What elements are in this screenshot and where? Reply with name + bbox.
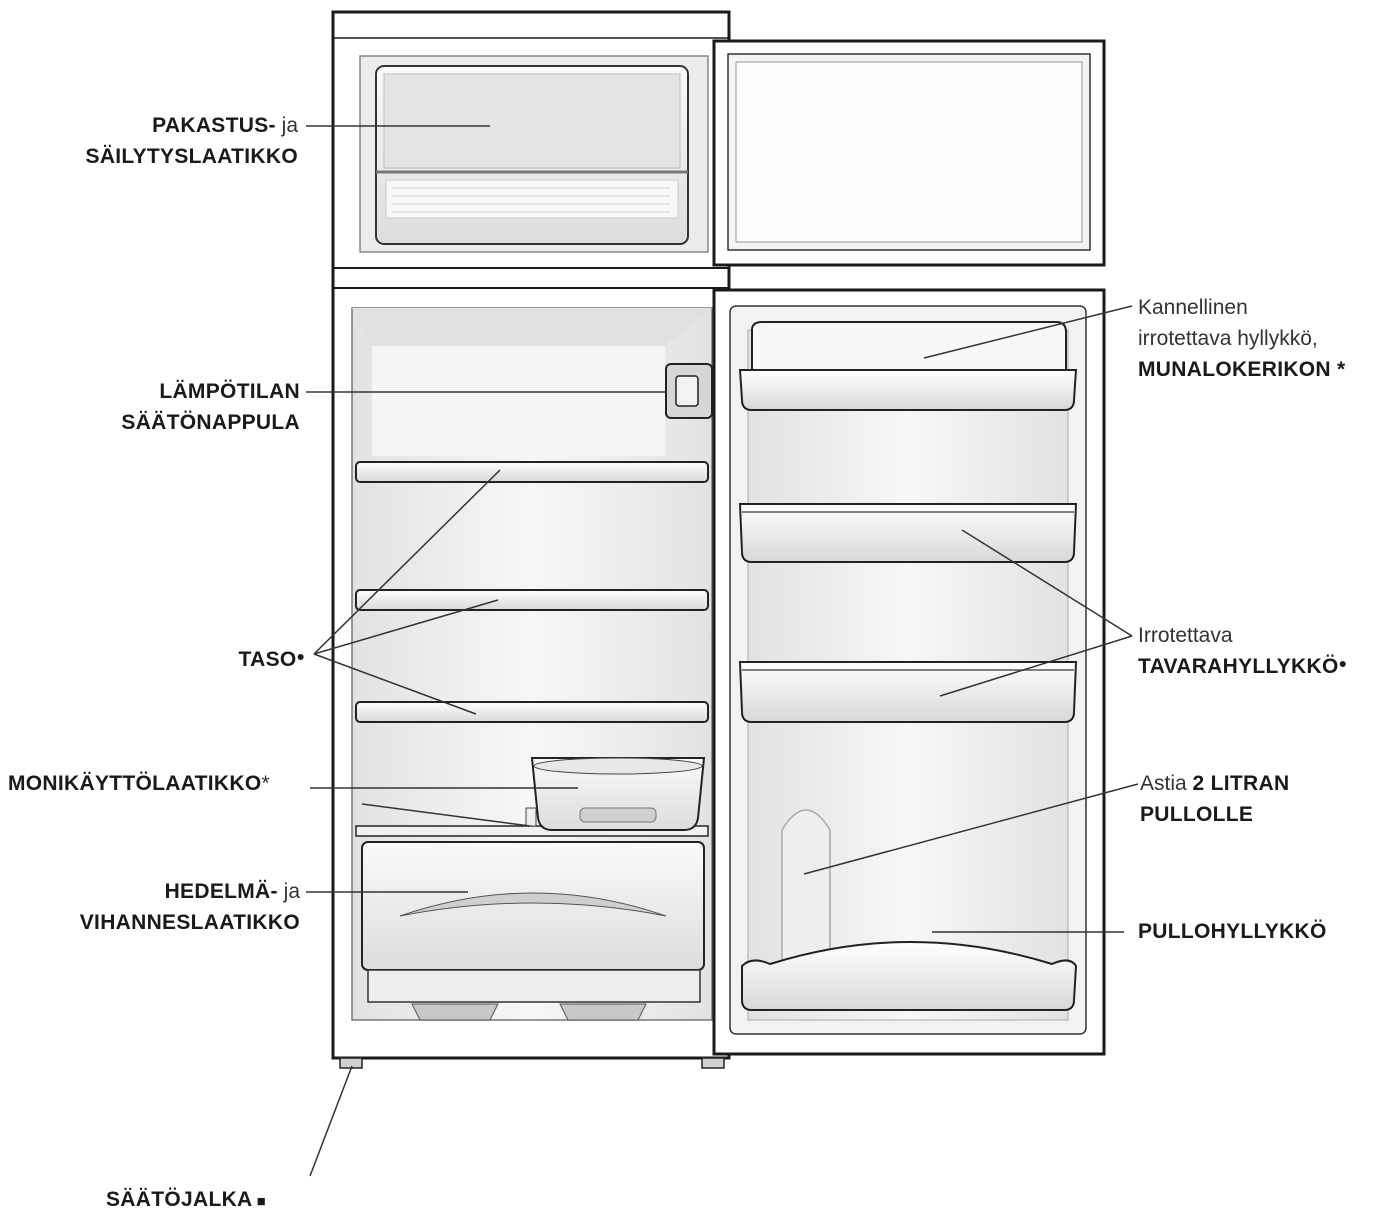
- label-shelf: TASO●: [238, 648, 305, 671]
- crisper-drawer: [361, 841, 705, 1021]
- freezer-compartment: [359, 55, 709, 253]
- label-bottle-shelf: PULLOHYLLYKKÖ: [1138, 920, 1327, 943]
- label-adjustable-foot: SÄÄTÖJALKA ■: [106, 1188, 266, 1211]
- freezer-door: [712, 39, 1106, 267]
- label-thermostat: LÄMPÖTILAN SÄÄTÖNAPPULA: [121, 380, 300, 434]
- label-door-shelf: Irrotettava TAVARAHYLLYKKÖ●: [1138, 624, 1348, 678]
- thermostat-knob: [665, 363, 713, 419]
- label-bottle-holder: Astia 2 LITRAN PULLOLLE: [1140, 772, 1290, 826]
- bottle-holder: [781, 809, 831, 981]
- label-crisper: HEDELMÄ- ja VIHANNESLAATIKKO: [79, 880, 300, 934]
- glass-shelves: [355, 461, 709, 837]
- label-egg-shelf: Kannellinen irrotettava hyllykkö, MUNALO…: [1138, 296, 1346, 381]
- label-multipurpose-box: MONIKÄYTTÖLAATIKKO*: [8, 772, 270, 795]
- multipurpose-box: [525, 757, 706, 831]
- leader-lines: [306, 125, 1139, 1177]
- egg-shelf: [738, 321, 1078, 411]
- door-shelves: [738, 503, 1078, 723]
- bottle-shelf: [741, 941, 1078, 1011]
- label-freezer-box: PAKASTUS- ja SÄILYTYSLAATIKKO: [85, 114, 298, 168]
